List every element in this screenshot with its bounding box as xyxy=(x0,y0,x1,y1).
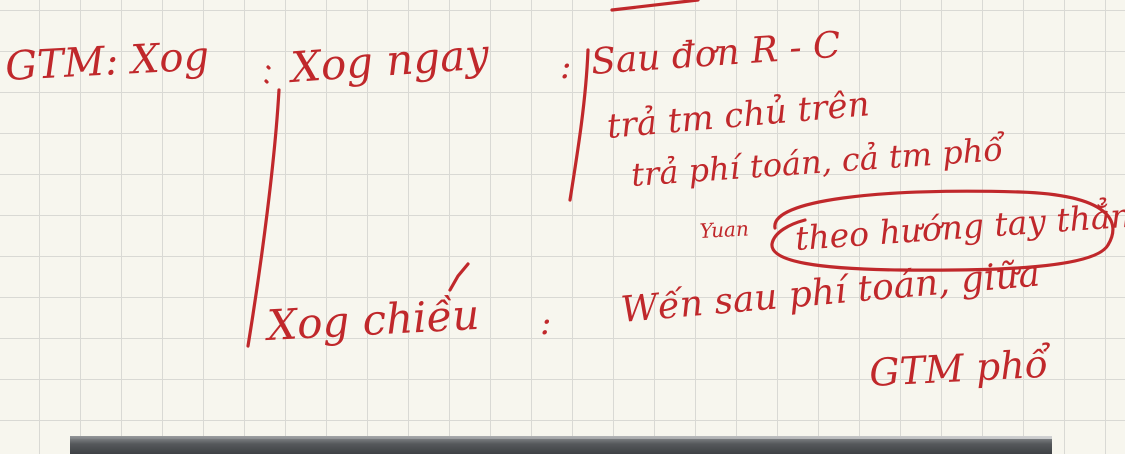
bottom-toolbar-highlight xyxy=(70,436,1052,439)
branch-bottom-separator: : xyxy=(540,303,551,343)
branch-top-line-2: trả tm chủ trên xyxy=(605,84,871,147)
branch-top-annotation: Yuan xyxy=(699,216,749,243)
tick-mark xyxy=(448,262,470,292)
branch-bottom-line-1: Wến sau phí toán, giữa xyxy=(619,253,1041,330)
main-bracket-line xyxy=(246,88,281,348)
branch-top-label: Xog ngay xyxy=(286,29,491,92)
branch-top-line-1: Sau đơn R - C xyxy=(590,25,842,83)
top-edge-stroke xyxy=(610,0,700,12)
heading-text: GTM: Xog xyxy=(4,33,210,90)
branch-bottom-line-2: GTM phổ xyxy=(868,341,1053,394)
circle-outline xyxy=(770,189,1115,272)
branch-top-separator: : xyxy=(560,47,571,87)
secondary-bracket-line xyxy=(568,48,590,202)
branch-top-line-4: theo hướng tay thẳng xyxy=(794,193,1125,258)
branch-bottom-label: Xog chiều xyxy=(263,290,481,350)
bottom-toolbar-bar xyxy=(70,436,1052,454)
separator-dot-top xyxy=(264,65,271,84)
